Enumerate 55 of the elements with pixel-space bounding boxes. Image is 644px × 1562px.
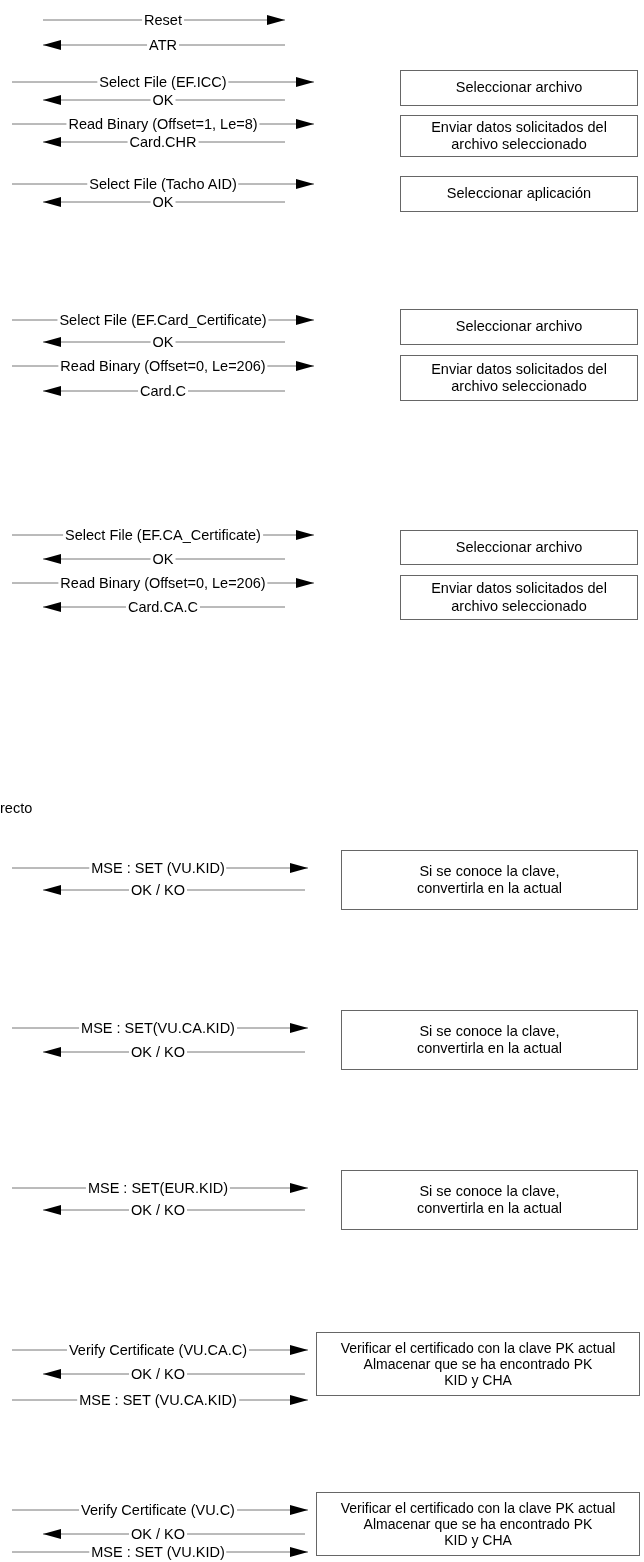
message-label: Reset (142, 12, 184, 28)
process-box (400, 575, 638, 620)
message-label: Select File (EF.CA_Certificate) (63, 527, 263, 543)
message-label: Read Binary (Offset=1, Le=8) (66, 116, 260, 132)
message-label: OK (150, 334, 176, 350)
process-box (400, 70, 638, 106)
box-text: Seleccionar aplicación (446, 185, 592, 203)
box-text: Verificar el certificado con la clave PK actual (340, 1339, 616, 1356)
message-label: Card.CHR (127, 134, 199, 150)
box-text: Si se conoce la clave, convertirla en la actual (415, 1022, 564, 1058)
process-box (316, 1492, 640, 1556)
box-text: Seleccionar archivo (455, 79, 583, 97)
process-box (341, 850, 638, 910)
box-text: Verificar el certificado con la clave PK actual (340, 1499, 616, 1516)
message-label: OK (150, 92, 176, 108)
box-text: Seleccionar archivo (455, 318, 583, 336)
message-label: MSE : SET (VU.KID) (89, 860, 227, 876)
box-text: Enviar datos solicitados del archivo seleccionado (430, 580, 608, 615)
message-label: ATR (147, 37, 179, 53)
message-label: Read Binary (Offset=0, Le=206) (58, 575, 268, 591)
message-label: Verify Certificate (VU.CA.C) (66, 1342, 250, 1358)
process-box (400, 355, 638, 401)
message-label: Read Binary (Offset=0, Le=206) (58, 358, 268, 374)
message-label: OK (150, 194, 176, 210)
process-box (400, 309, 638, 345)
process-box (400, 176, 638, 212)
process-box (341, 1010, 638, 1070)
message-label: Select File (EF.ICC) (97, 74, 229, 90)
process-box (400, 115, 638, 157)
message-label: Verify Certificate (VU.C) (79, 1502, 237, 1518)
box-text: Si se conoce la clave, convertirla en la actual (415, 862, 564, 898)
box-text: Seleccionar archivo (455, 538, 583, 557)
message-label: OK / KO (129, 1044, 187, 1060)
box-text: Almacenar que se ha encontrado PK KID y CHA (363, 1515, 593, 1549)
message-label: MSE : SET (VU.CA.KID) (77, 1392, 239, 1408)
message-label: OK (150, 551, 176, 567)
message-label: MSE : SET(EUR.KID) (85, 1180, 231, 1196)
message-label: OK / KO (129, 1526, 187, 1542)
box-text: Si se conoce la clave, convertirla en la actual (415, 1182, 564, 1218)
message-label: Card.C (138, 383, 188, 399)
box-text: Enviar datos solicitados del archivo seleccionado (430, 360, 608, 396)
message-label: Select File (EF.Card_Certificate) (57, 312, 269, 328)
message-label: OK / KO (129, 882, 187, 898)
message-label: Select File (Tacho AID) (87, 176, 239, 192)
note-text: recto (0, 800, 33, 816)
process-box (400, 530, 638, 565)
message-label: OK / KO (129, 1202, 187, 1218)
process-box (316, 1332, 640, 1396)
message-label: Card.CA.C (125, 599, 201, 615)
box-text: Enviar datos solicitados del archivo seleccionado (430, 118, 608, 154)
message-label: MSE : SET(VU.CA.KID) (79, 1020, 237, 1036)
process-box (341, 1170, 638, 1230)
box-text: Almacenar que se ha encontrado PK KID y CHA (363, 1355, 593, 1389)
message-label: MSE : SET (VU.KID) (89, 1544, 227, 1560)
message-label: OK / KO (129, 1366, 187, 1382)
